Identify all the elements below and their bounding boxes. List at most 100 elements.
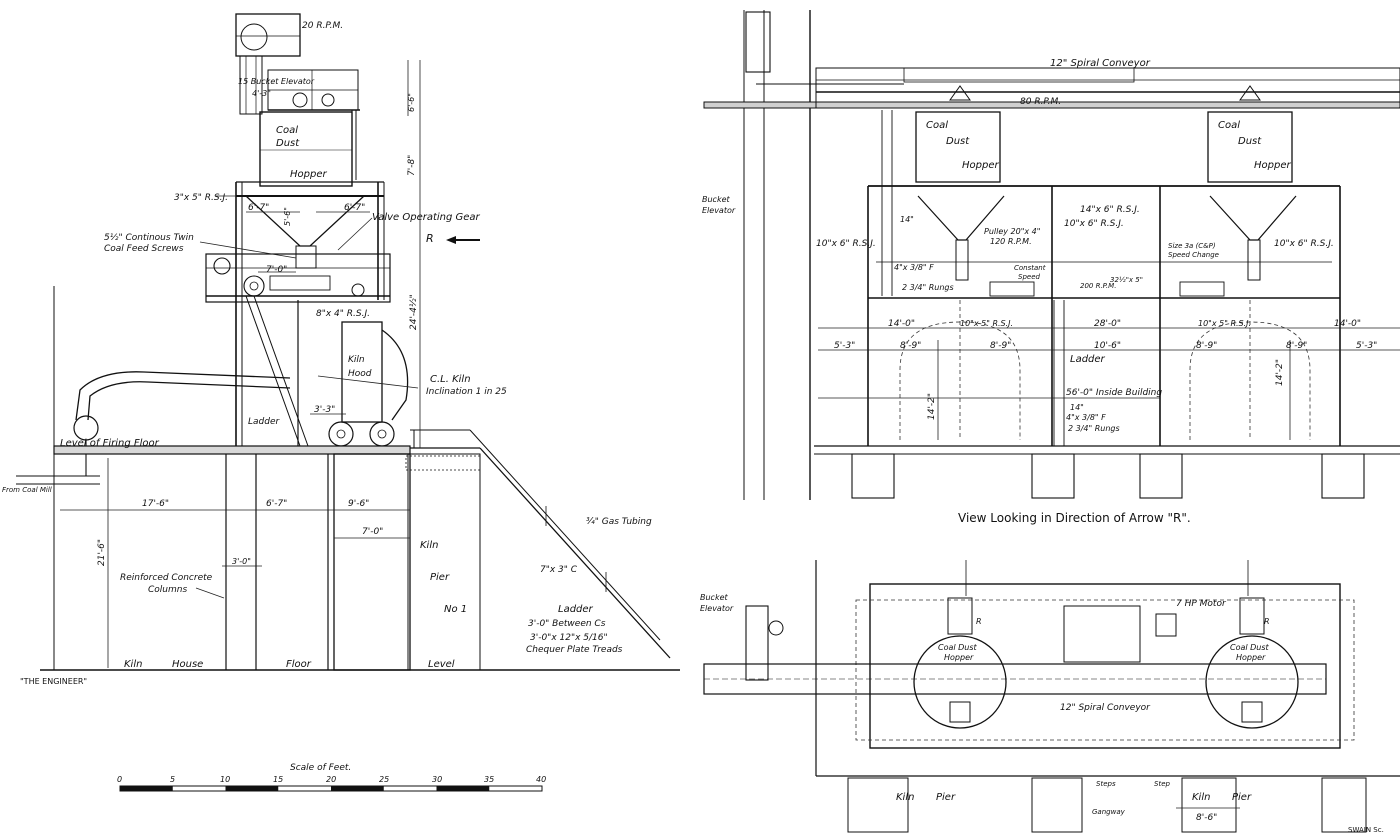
dim-10-6: 10'-6" bbox=[1094, 341, 1121, 351]
plan-pier-left: Pier bbox=[936, 792, 956, 803]
front-view: 12" Spiral Conveyor 80 R.P.M. Coal Dust … bbox=[702, 10, 1400, 525]
plan-spiral-label: 12" Spiral Conveyor bbox=[1060, 703, 1151, 713]
dim-9-6: 9'-6" bbox=[348, 499, 369, 509]
pulley-label-1: Pulley 20"x 4" bbox=[984, 227, 1040, 236]
view-caption: View Looking in Direction of Arrow "R". bbox=[958, 511, 1191, 525]
floor-kiln-label: Kiln bbox=[124, 659, 142, 670]
dim-21-6: 21'-6" bbox=[97, 539, 107, 566]
scale-tick: 25 bbox=[379, 775, 389, 784]
scale-tick: 35 bbox=[484, 775, 494, 784]
hopper-label-hopper: Hopper bbox=[290, 169, 327, 180]
dim-8-9-d: 8'-9" bbox=[1286, 341, 1307, 351]
concrete-label-1: Reinforced Concrete bbox=[120, 573, 213, 583]
hopper-a-line1: Coal bbox=[926, 120, 948, 131]
hood-label: Hood bbox=[348, 369, 372, 379]
dim-14-2-a: 14'-2" bbox=[927, 393, 937, 420]
hopper-b-line2: Dust bbox=[1238, 136, 1262, 147]
scale-title: Scale of Feet. bbox=[290, 763, 351, 773]
rsj-10x6-left-label: 10"x 6" R.S.J. bbox=[816, 239, 876, 249]
treads-label-1: 3'-0"x 12"x 5/16" bbox=[530, 633, 608, 643]
hopper-label-coal: Coal bbox=[276, 125, 298, 136]
dim-6-7-c: 6'-7" bbox=[266, 499, 287, 509]
floor-level-label: Level bbox=[428, 659, 455, 670]
scale-tick: 40 bbox=[536, 775, 546, 784]
motor-label: 7 HP Motor bbox=[1176, 599, 1227, 609]
hopper-a-line2: Dust bbox=[946, 136, 970, 147]
plan-gangway-label: Gangway bbox=[1092, 808, 1126, 816]
pier-no-label: No 1 bbox=[444, 604, 467, 615]
scale-tick: 30 bbox=[432, 775, 442, 784]
dim-8-9-b: 8'-9" bbox=[990, 341, 1011, 351]
concrete-label-2: Columns bbox=[148, 585, 187, 595]
spiral-conveyor-label: 12" Spiral Conveyor bbox=[1050, 58, 1151, 69]
hopper-b-line1: Coal bbox=[1218, 120, 1240, 131]
dim-6-6: 6'-6" bbox=[407, 93, 416, 112]
size3a-label-1: Size 3a (C&P) bbox=[1168, 242, 1216, 250]
kiln-label: Kiln bbox=[348, 355, 365, 365]
dim-3-0: 3'-0" bbox=[232, 557, 251, 566]
plan-bucket-label-2: Elevator bbox=[700, 604, 734, 613]
rsj-10x5-a-label: 10"x 5" R.S.J. bbox=[960, 319, 1013, 328]
dim-7-8: 7'-8" bbox=[407, 155, 417, 176]
firing-floor-label: Level of Firing Floor bbox=[60, 438, 160, 449]
between-label: 3'-0" Between Cs bbox=[528, 619, 606, 629]
dim-14-0-a: 14'-0" bbox=[888, 319, 915, 329]
channel-label: 7"x 3" C bbox=[540, 565, 578, 575]
rsj-10x6-right-label: 10"x 6" R.S.J. bbox=[1274, 239, 1334, 249]
engineer-credit: "THE ENGINEER" bbox=[20, 677, 87, 686]
dim-24-4: 24'-4½" bbox=[409, 294, 419, 330]
constant-label-2: Speed bbox=[1018, 273, 1041, 281]
hopper-b-line3: Hopper bbox=[1254, 160, 1291, 171]
constant-label-1: Constant bbox=[1014, 264, 1046, 272]
plan-hopper-left-2: Hopper bbox=[944, 653, 974, 662]
gas-tubing-label: ¾" Gas Tubing bbox=[586, 517, 652, 527]
dim-14-label: 14" bbox=[900, 215, 914, 224]
bucket-label-1: Bucket bbox=[702, 195, 731, 204]
cl-kiln-label: C.L. Kiln bbox=[430, 374, 471, 385]
rsj-10x6-label: 10"x 6" R.S.J. bbox=[1064, 219, 1124, 229]
plan-hopper-right-1: Coal Dust bbox=[1230, 643, 1270, 652]
scale-tick: 20 bbox=[326, 775, 336, 784]
dim-7-0: 7'-0" bbox=[266, 265, 287, 275]
dim-17-6: 17'-6" bbox=[142, 499, 169, 509]
dim-14-2-b: 14'-2" bbox=[1275, 359, 1285, 386]
rungs-label-b: 2 3/4" Rungs bbox=[1068, 424, 1120, 433]
feed-screws-line2: Coal Feed Screws bbox=[104, 244, 184, 254]
side-elevation: 20 R.P.M. 15 Bucket Elevator 4'-3" 6'-6"… bbox=[2, 13, 680, 686]
rsj-3x5-label: 3"x 5" R.S.J. bbox=[174, 193, 228, 203]
feed-screws-line1: 5½" Continous Twin bbox=[104, 233, 194, 243]
plan-dim-8-6: 8'-6" bbox=[1196, 813, 1217, 823]
plan-kiln-left: Kiln bbox=[896, 792, 914, 803]
dim-5-6: 5'-6" bbox=[283, 207, 292, 226]
dim-5-3-b: 5'-3" bbox=[1356, 341, 1377, 351]
treads-label-2: Chequer Plate Treads bbox=[526, 645, 623, 655]
ladder-label-b: Ladder bbox=[558, 604, 594, 615]
scale-tick: 0 bbox=[117, 775, 122, 784]
flat-bar-label: 4"x 3/8" F bbox=[894, 263, 934, 272]
rpm-80-label: 80 R.P.M. bbox=[1020, 97, 1061, 107]
dim-7-0-b: 7'-0" bbox=[362, 527, 383, 537]
rungs-label-a: 2 3/4" Rungs bbox=[902, 283, 954, 292]
hopper-a-line3: Hopper bbox=[962, 160, 999, 171]
scale-tick: 10 bbox=[220, 775, 230, 784]
flat-bar-b-label: 4"x 3/8" F bbox=[1066, 413, 1106, 422]
dim-14-0-b: 14'-0" bbox=[1334, 319, 1361, 329]
rsj-10x5-b-label: 10"x 5" R.S.J. bbox=[1198, 319, 1251, 328]
dim-8-9-a: 8'-9" bbox=[900, 341, 921, 351]
bucket-label-2: Elevator bbox=[702, 206, 736, 215]
floor-floor-label: Floor bbox=[286, 659, 312, 670]
plan-r-left: R bbox=[976, 617, 982, 626]
dim-4-3: 4'-3" bbox=[252, 89, 271, 98]
floor-house-label: House bbox=[172, 659, 203, 670]
engraver-credit: SWAIN Sc. bbox=[1348, 826, 1384, 834]
scale-bar: Scale of Feet. 0 5 10 15 20 25 30 35 40 bbox=[117, 763, 546, 792]
bucket-elevator-label: 15 Bucket Elevator bbox=[238, 77, 315, 86]
plan-view: Bucket Elevator 7 HP Motor Coal Dust Hop… bbox=[700, 560, 1400, 834]
rsj-8x4-label: 8"x 4" R.S.J. bbox=[316, 309, 370, 319]
dim-28-0: 28'-0" bbox=[1094, 319, 1121, 329]
pier-kiln-label: Kiln bbox=[420, 540, 438, 551]
rpm-20-label: 20 R.P.M. bbox=[302, 21, 343, 31]
pulley-label-2: 120 R.P.M. bbox=[990, 237, 1032, 246]
plan-r-right: R bbox=[1264, 617, 1270, 626]
